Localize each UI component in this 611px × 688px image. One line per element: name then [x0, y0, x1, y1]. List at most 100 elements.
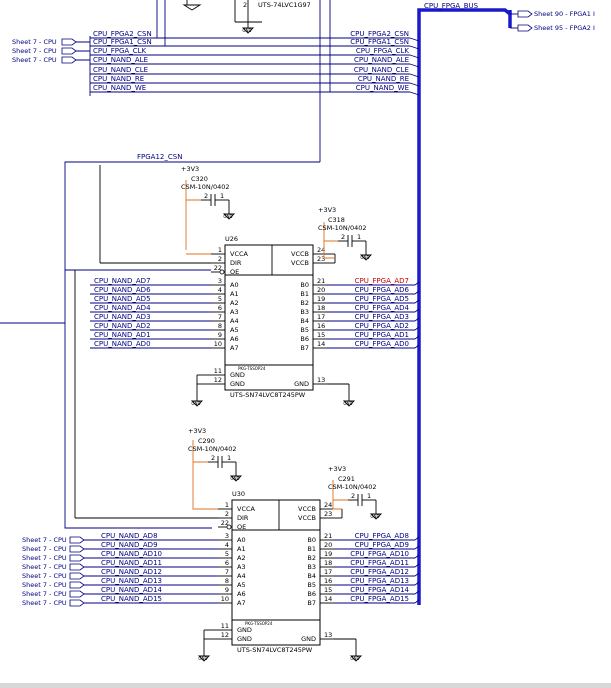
u26-pin-num-21: 21 — [317, 277, 325, 285]
u26-a-net-0: CPU_NAND_AD7 — [94, 277, 151, 285]
off-sheet-port-icon[interactable] — [69, 563, 85, 571]
c318-value: CSM-10N/0402 — [318, 224, 366, 232]
bus-entry — [414, 308, 420, 313]
u30-pin-num-12: 12 — [221, 631, 229, 639]
c320-ref: C320 — [191, 175, 208, 183]
bus-sheet-ref-fpga2: Sheet 95 - FPGA2 I — [534, 24, 595, 32]
u30-pin-num-4: 4 — [225, 541, 229, 549]
ctrl-net-right-5: CPU_NAND_RE — [358, 75, 409, 83]
u30-ref: U30 — [232, 490, 245, 498]
u30-b-net-3: CPU_FPGA_AD11 — [350, 559, 409, 567]
u30-pin-num-8: 8 — [225, 577, 229, 585]
off-sheet-port-icon[interactable] — [517, 10, 533, 18]
u30-b-net-5: CPU_FPGA_AD13 — [350, 577, 409, 585]
top-part-name: UTS-74LVC1G97 — [258, 1, 311, 9]
c291-ref: C291 — [338, 475, 355, 483]
power-wire — [192, 462, 218, 510]
ctrl-net-right-0: CPU_FPGA2_CSN — [350, 30, 409, 38]
bus-entry — [414, 545, 420, 550]
u30-a-net-3: CPU_NAND_AD11 — [101, 559, 162, 567]
u26-part-name: UTS-SN74LVC8T245PW — [230, 391, 306, 399]
u30-chip-body[interactable] — [231, 499, 321, 646]
bus-entry — [414, 290, 420, 295]
status-bar — [0, 683, 611, 688]
c290-ground-icon — [229, 475, 243, 482]
u26-pin-num-3: 3 — [218, 277, 222, 285]
u26-a-net-4: CPU_NAND_AD3 — [94, 313, 151, 321]
u26-pin-name-GND: GND — [230, 371, 245, 379]
u30-pin-num-9: 9 — [225, 586, 229, 594]
bus-sheet-ref-fpga1: Sheet 90 - FPGA1 I — [534, 10, 595, 18]
off-sheet-port-icon[interactable] — [61, 38, 77, 46]
u30-pin-num-20: 20 — [324, 541, 332, 549]
u30-pin-name-B1: B1 — [307, 545, 316, 553]
u26-pin-name-B1: B1 — [300, 290, 309, 298]
c320-power-label: +3V3 — [181, 165, 199, 173]
u30-pin-num-17: 17 — [324, 568, 332, 576]
u26-pin-name-A6: A6 — [230, 335, 239, 343]
u30-sheet-ref-4: Sheet 7 - CPU — [22, 572, 67, 580]
c318-ref: C318 — [328, 216, 345, 224]
u26-pin-name-GND: GND — [294, 380, 309, 388]
u26-b-net-1: CPU_FPGA_AD6 — [355, 286, 410, 294]
off-sheet-port-icon[interactable] — [69, 545, 85, 553]
top-pin-num: 2 — [243, 1, 247, 9]
u26-pin-name-A5: A5 — [230, 326, 239, 334]
off-sheet-port-icon[interactable] — [69, 554, 85, 562]
bus-entry — [414, 581, 420, 586]
off-sheet-port-icon[interactable] — [69, 590, 85, 598]
u26-a-net-5: CPU_NAND_AD2 — [94, 322, 151, 330]
ctrl-net-right-3: CPU_NAND_ALE — [354, 56, 409, 64]
u30-b-net-2: CPU_FPGA_AD10 — [350, 550, 409, 558]
u26-pin-num-19: 19 — [317, 295, 325, 303]
off-sheet-port-icon[interactable] — [69, 581, 85, 589]
u26-b-net-5: CPU_FPGA_AD2 — [355, 322, 409, 330]
fpga12-net-label: FPGA12_CSN — [137, 153, 182, 161]
u26-pin-name-A2: A2 — [230, 299, 239, 307]
u30-pin-name-GND: GND — [237, 626, 252, 634]
c290-ref: C290 — [198, 437, 215, 445]
off-sheet-port-icon[interactable] — [517, 24, 533, 32]
bus-entry — [414, 326, 420, 331]
u30-pin-num-1: 1 — [225, 501, 229, 509]
u30-a-net-0: CPU_NAND_AD8 — [101, 532, 158, 540]
u30-pin-name-A6: A6 — [237, 590, 246, 598]
u26-pin-num-7: 7 — [218, 313, 222, 321]
u26-b-net-6: CPU_FPGA_AD1 — [355, 331, 409, 339]
u26-pin-name-VCCB: VCCB — [291, 259, 309, 267]
u30-pin-name-A0: A0 — [237, 536, 246, 544]
ctrl-net-right-1: CPU_FPGA1_CSN — [350, 38, 409, 46]
c320-pin1: 1 — [220, 192, 224, 200]
u26-pin-num-23: 23 — [317, 255, 325, 263]
c291-value: CSM-10N/0402 — [328, 483, 376, 491]
off-sheet-port-icon[interactable] — [61, 47, 77, 55]
off-sheet-port-icon[interactable] — [69, 599, 85, 607]
off-sheet-port-icon[interactable] — [69, 536, 85, 544]
u30-pin-num-10: 10 — [221, 595, 229, 603]
u26-a-net-3: CPU_NAND_AD4 — [94, 304, 151, 312]
u30-pin-name-B0: B0 — [307, 536, 316, 544]
u26-pin-num-2: 2 — [218, 255, 222, 263]
u26-pin-name-VCCA: VCCA — [230, 250, 249, 258]
u30-sheet-ref-0: Sheet 7 - CPU — [22, 536, 67, 544]
u30-pin-name-A4: A4 — [237, 572, 246, 580]
u30-pin-name-B6: B6 — [307, 590, 316, 598]
u30-pin-num-6: 6 — [225, 559, 229, 567]
u26-pin-name-B4: B4 — [300, 317, 309, 325]
c318-pin1: 1 — [357, 233, 361, 241]
u30-a-net-5: CPU_NAND_AD13 — [101, 577, 162, 585]
c290-pin1: 1 — [227, 454, 231, 462]
u26-a-net-1: CPU_NAND_AD6 — [94, 286, 151, 294]
u30-sheet-ref-7: Sheet 7 - CPU — [22, 599, 67, 607]
u26-pin-num-24: 24 — [317, 246, 325, 254]
u26-pin-num-13: 13 — [317, 376, 325, 384]
u26-chip-body[interactable] — [224, 244, 314, 391]
ground-label: GND — [198, 656, 207, 661]
u26-b-net-2: CPU_FPGA_AD5 — [355, 295, 409, 303]
off-sheet-port-icon[interactable] — [61, 56, 77, 64]
off-sheet-port-icon[interactable] — [69, 572, 85, 580]
u26-pin-name-B5: B5 — [300, 326, 309, 334]
u30-a-net-2: CPU_NAND_AD10 — [101, 550, 162, 558]
u30-pin-num-2: 2 — [225, 510, 229, 518]
ctrl-sheet-ref-0: Sheet 7 - CPU — [12, 38, 57, 46]
